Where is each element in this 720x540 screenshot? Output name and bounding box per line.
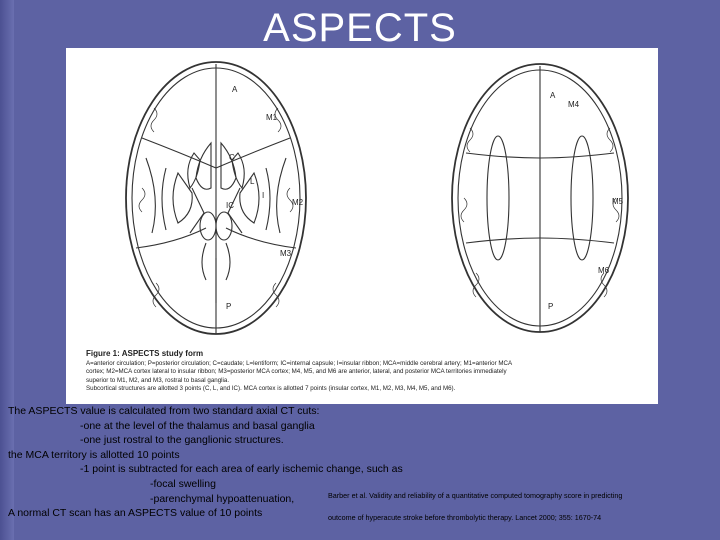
aspects-figure: A M1 C L IC I M2 M3 P <box>66 48 658 404</box>
body-line: the MCA territory is allotted 10 points <box>8 448 180 461</box>
slide-left-stripe <box>0 0 14 540</box>
left-brain-labels: A M1 C L IC I M2 M3 P <box>226 85 304 311</box>
right-brain-diagram <box>451 63 629 333</box>
label-l: L <box>250 177 255 186</box>
label-m4: M4 <box>568 100 580 109</box>
body-line: -focal swelling <box>150 477 216 490</box>
figure-caption: Figure 1: ASPECTS study form A=anterior … <box>86 349 646 394</box>
label-m3: M3 <box>280 249 292 258</box>
label-a-right: A <box>550 91 556 100</box>
body-line: The ASPECTS value is calculated from two… <box>8 405 320 417</box>
label-m5: M5 <box>612 197 624 206</box>
body-line: -1 point is subtracted for each area of … <box>80 463 403 476</box>
caption-title: Figure 1: ASPECTS study form <box>86 349 204 358</box>
caption-line: A=anterior circulation; P=posterior circ… <box>86 359 513 367</box>
reference-citation: Barber et al. Validity and reliability o… <box>328 491 718 523</box>
left-brain-diagram <box>125 61 307 335</box>
body-line: -parenchymal hypoattenuation, <box>150 492 295 505</box>
label-ic: IC <box>226 201 234 210</box>
body-line: -one just rostral to the ganglionic stru… <box>80 434 284 447</box>
label-p-left: P <box>226 302 231 311</box>
reference-line: Barber et al. Validity and reliability o… <box>328 491 623 500</box>
slide-title: ASPECTS <box>263 6 457 50</box>
caption-line: cortex; M2=MCA cortex lateral to insular… <box>86 368 507 376</box>
label-c: C <box>229 153 235 162</box>
label-m6: M6 <box>598 266 610 275</box>
body-line: -one at the level of the thalamus and ba… <box>80 419 315 432</box>
caption-line: Subcortical structures are allotted 3 po… <box>86 385 456 393</box>
label-m2: M2 <box>292 198 304 207</box>
body-line: A normal CT scan has an ASPECTS value of… <box>8 507 263 520</box>
caption-line: superior to M1, M2, and M3, rostral to b… <box>86 376 230 384</box>
right-brain-labels: A M4 M5 M6 P <box>548 91 624 311</box>
label-p-right: P <box>548 302 553 311</box>
label-i: I <box>262 191 264 200</box>
label-m1: M1 <box>266 113 278 122</box>
slide-body-text: The ASPECTS value is calculated from two… <box>8 404 528 521</box>
label-a-left: A <box>232 85 238 94</box>
reference-line: outcome of hyperacute stroke before thro… <box>328 513 602 522</box>
brain-diagrams: A M1 C L IC I M2 M3 P <box>125 61 629 335</box>
